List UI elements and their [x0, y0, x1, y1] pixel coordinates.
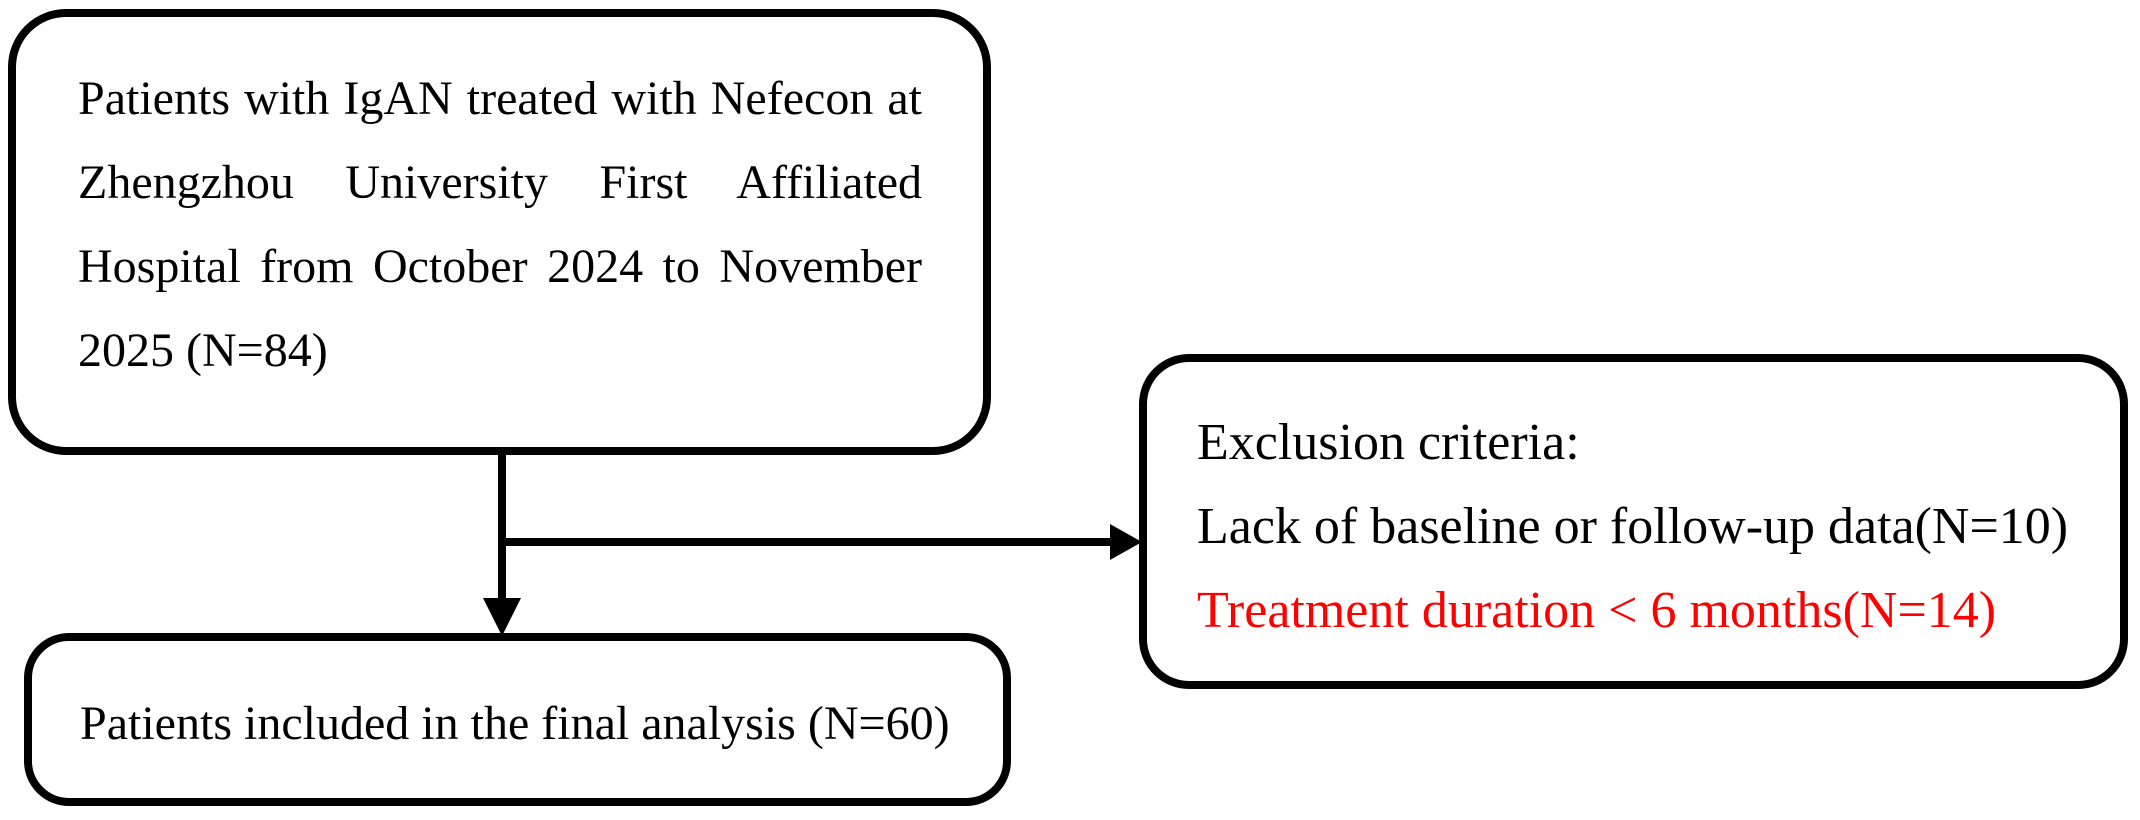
cohort-line-4: 2025 (N=84)	[78, 324, 328, 377]
exclusion-item-baseline-data: Lack of baseline or follow-up data(N=10)	[1197, 498, 2069, 555]
final-analysis-box: Patients included in the final analysis …	[24, 633, 1011, 806]
down-arrow	[483, 450, 521, 636]
cohort-line-1: Patients with IgAN treated with Nefecon …	[78, 72, 922, 125]
right-arrow	[502, 524, 1142, 560]
exclusion-item-treatment-duration: Treatment duration < 6 months(N=14)	[1197, 582, 1997, 639]
cohort-box: Patients with IgAN treated with Nefecon …	[8, 9, 991, 455]
exclusion-heading: Exclusion criteria:	[1197, 414, 1580, 471]
cohort-line-2: Zhengzhou University First Affiliated	[78, 156, 922, 209]
final-analysis-text: Patients included in the final analysis …	[80, 697, 950, 750]
cohort-line-3: Hospital from October 2024 to November	[78, 240, 922, 293]
exclusion-box: Exclusion criteria: Lack of baseline or …	[1139, 354, 2128, 689]
